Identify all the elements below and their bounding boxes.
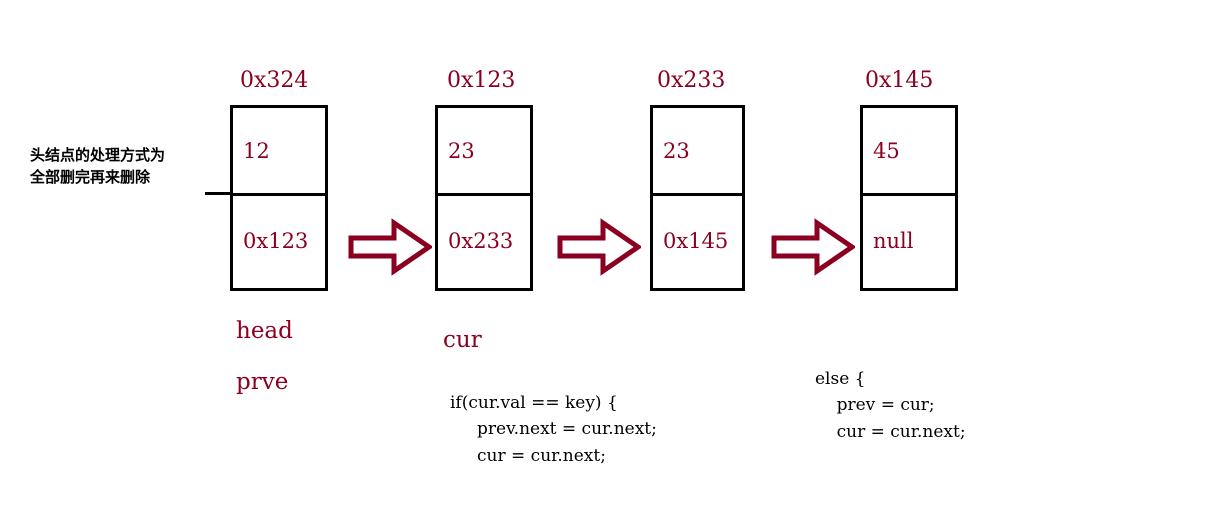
node-next-1: 0x233 [448,228,514,253]
code-if-block: if(cur.val == key) { prev.next = cur.nex… [450,393,657,466]
annotation-line-1: 头结点的处理方式为 [30,146,166,164]
list-node-0: 12 0x123 [230,105,328,291]
node-divider-3 [860,193,958,196]
node-address-2: 0x233 [657,68,726,93]
node-value-3: 45 [873,138,900,163]
node-divider-2 [650,193,745,196]
node-next-0: 0x123 [243,228,309,253]
annotation-connector-line [205,192,233,195]
annotation-note: 头结点的处理方式为 全部删完再来删除 [30,145,165,189]
node-divider-0 [230,193,328,196]
node-value-0: 12 [243,138,270,163]
node-divider-1 [435,193,533,196]
node-value-1: 23 [448,138,475,163]
arrow-3-icon [771,218,857,276]
list-node-2: 23 0x145 [650,105,745,291]
node-address-1: 0x123 [447,68,516,93]
arrow-2-icon [557,218,643,276]
list-node-3: 45 null [860,105,958,291]
node-address-3: 0x145 [865,68,934,93]
annotation-line-2: 全部删完再来删除 [30,167,151,186]
node-next-3: null [873,228,914,253]
pointer-label-head: head [236,318,293,344]
list-node-1: 23 0x233 [435,105,533,291]
pointer-label-cur: cur [443,327,482,353]
node-value-2: 23 [663,138,690,163]
node-next-2: 0x145 [663,228,729,253]
node-address-0: 0x324 [240,68,309,93]
arrow-1-icon [348,218,434,276]
pointer-label-prve: prve [236,369,289,395]
code-else-block: else { prev = cur; cur = cur.next; [815,369,966,442]
